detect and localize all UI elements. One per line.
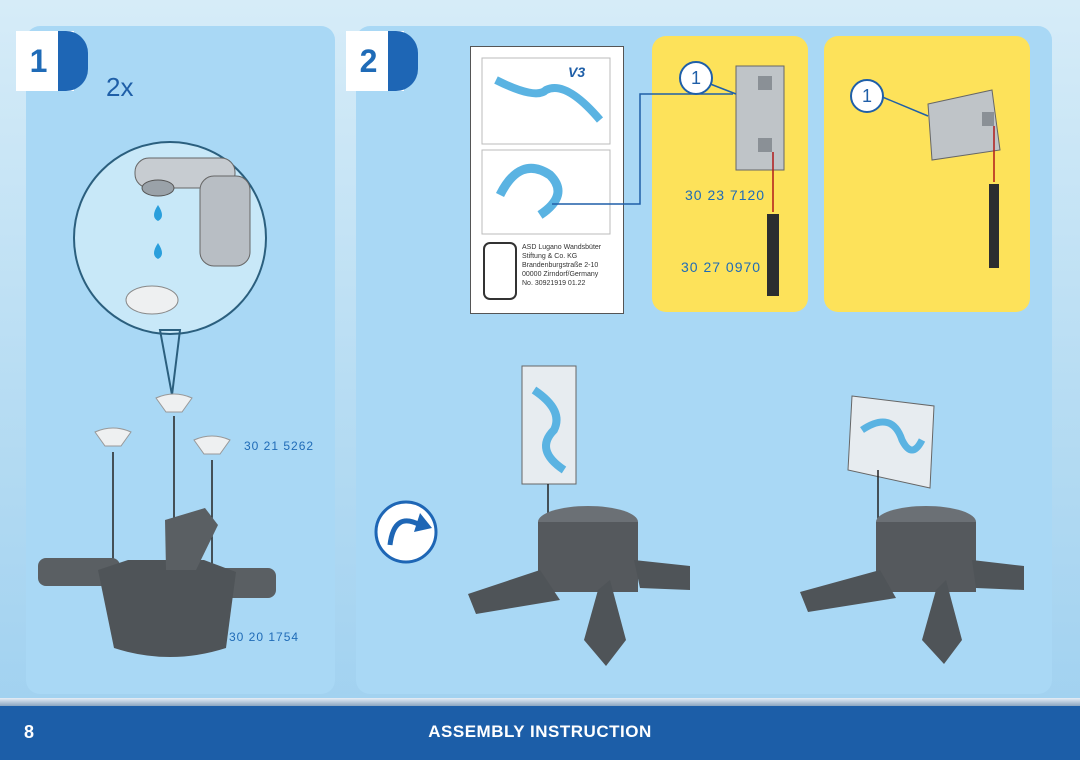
- step-2-number: 2: [359, 42, 378, 79]
- page-number: 8: [24, 722, 35, 742]
- card-logo: V3: [568, 64, 586, 80]
- step-1-number: 1: [29, 42, 48, 79]
- faucet-magnifier: [73, 141, 267, 396]
- card-address: ASD Lugano Wandsbüter Stiftung & Co. KG …: [522, 244, 602, 287]
- step-2-tab: [388, 31, 418, 91]
- base-code: 30 20 1754: [229, 630, 300, 644]
- suction-cups: [76, 393, 251, 579]
- assembled-stand-left: [468, 365, 690, 666]
- step-1-marker: 1: [16, 31, 88, 91]
- callout-1-plate: 1: [679, 61, 713, 95]
- step-1-tab: [58, 31, 88, 91]
- base-part: [38, 508, 276, 657]
- callout-1-plate-angled: 1: [850, 79, 884, 113]
- footer-bar: 8 ASSEMBLY INSTRUCTION: [0, 698, 1080, 760]
- assembled-stand-right: [800, 395, 1024, 664]
- suction-cup-code: 30 21 5262: [244, 439, 315, 453]
- footer-title: ASSEMBLY INSTRUCTION: [428, 722, 652, 741]
- plate-code: 30 23 7120: [685, 187, 766, 203]
- card-illustrations: [481, 57, 733, 300]
- rod-code: 30 27 0970: [681, 259, 762, 275]
- rotate-icon: [374, 500, 438, 564]
- plates-and-rods: [699, 65, 1001, 296]
- quantity-label: 2x: [106, 72, 134, 102]
- step-2-marker: 2: [346, 31, 418, 91]
